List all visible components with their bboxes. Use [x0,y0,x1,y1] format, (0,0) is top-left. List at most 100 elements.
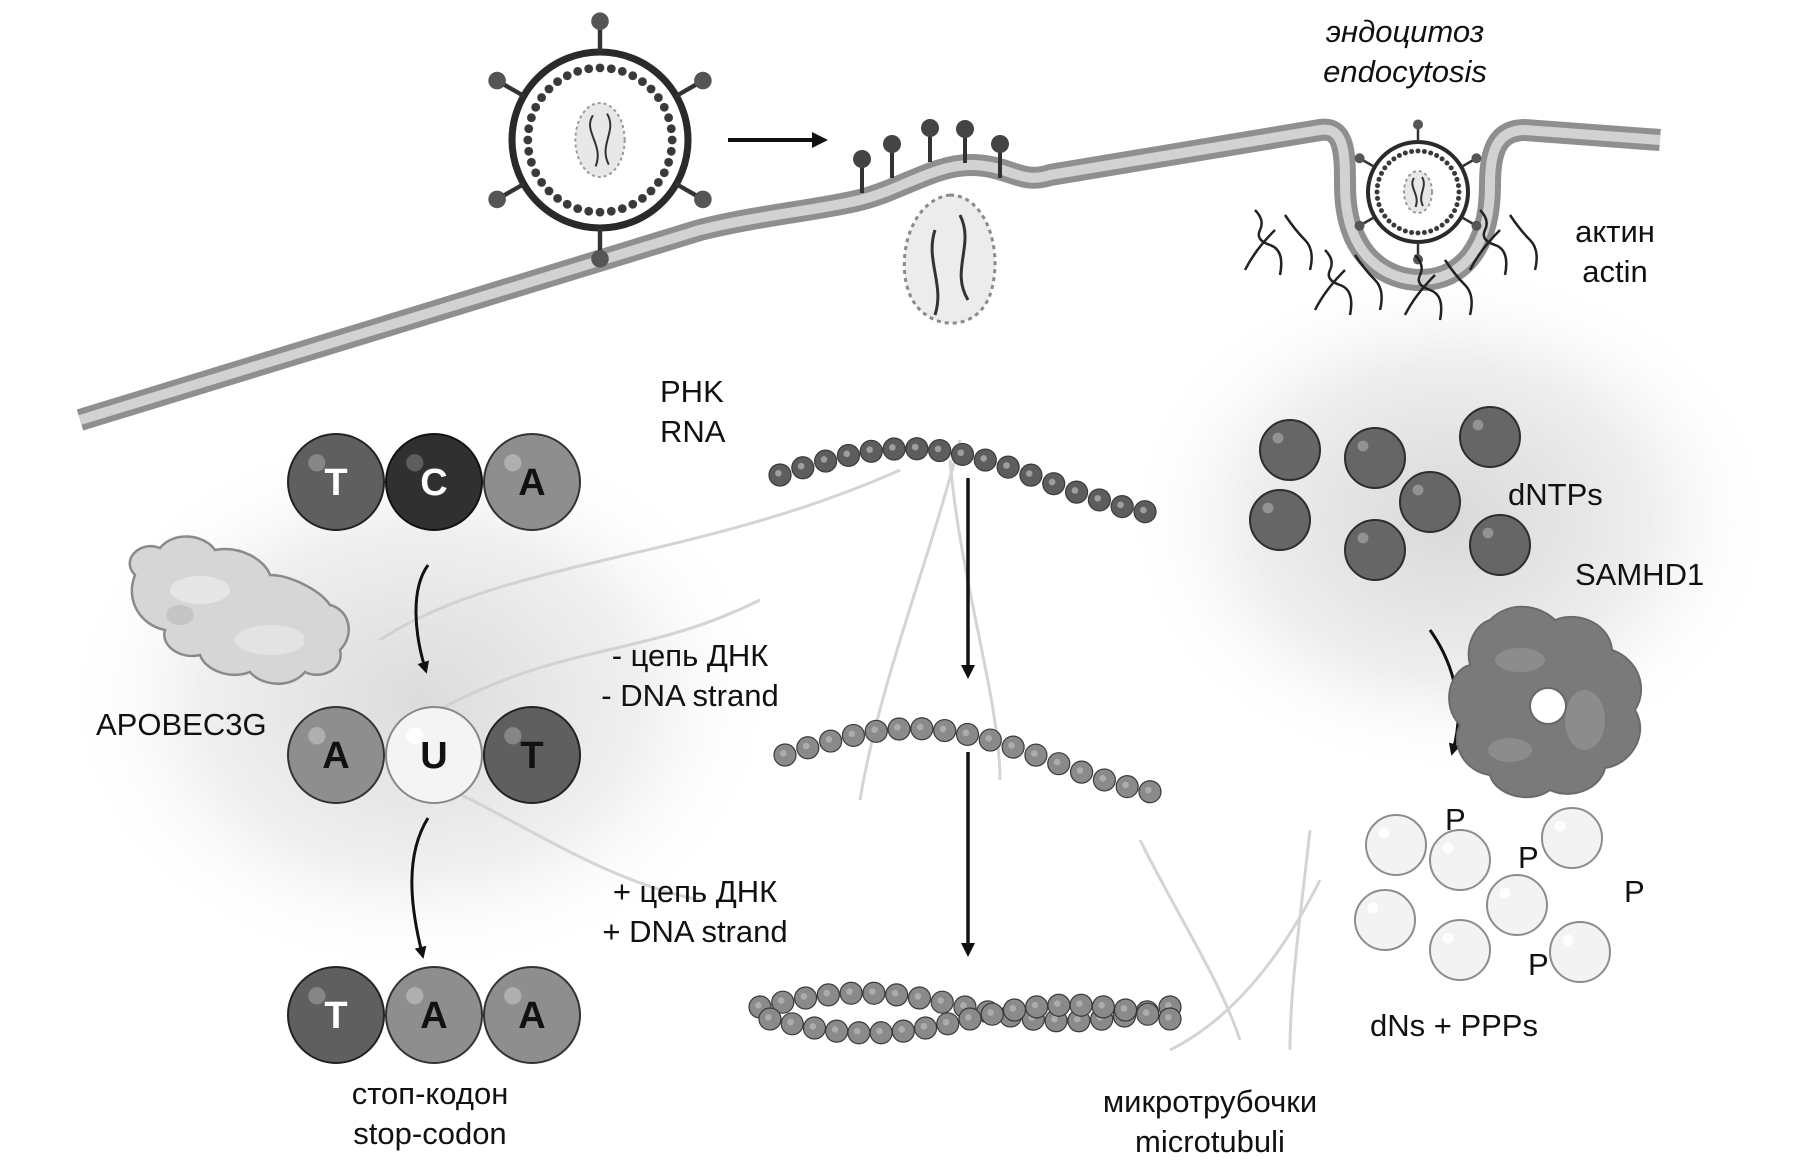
plus-strand-bead [816,983,840,1007]
matrix-protein [666,124,676,134]
spike-head [591,12,609,30]
rna-bead [814,449,838,473]
sphere-highlight [504,987,522,1005]
plus-strand-bead [930,990,954,1014]
matrix-protein [617,204,627,214]
bead-highlight [980,455,987,462]
nucleotide-t: T [483,706,581,804]
rna-strand [768,437,1157,524]
minus-strand-bead [1113,998,1138,1022]
matrix-protein [1452,170,1458,176]
viral-rna [604,113,612,166]
dn-pool [1354,807,1611,983]
matrix-protein [544,186,554,196]
nucleotide-letter: C [420,462,447,504]
minus-strand-bead [1115,775,1139,799]
matrix-protein [638,77,647,87]
matrix-protein [1454,176,1460,182]
matrix-protein [1439,222,1445,228]
spike-stalk [499,80,525,98]
matrix-protein [646,84,656,94]
sphere-highlight [406,454,424,472]
bead-highlight [1120,1005,1128,1012]
bead-highlight [934,445,942,453]
sphere-highlight [406,727,424,745]
dn-sphere [1429,829,1491,891]
matrix-protein [573,204,583,214]
actin-filament [1479,209,1508,276]
sphere-highlight [1499,887,1511,899]
bead-highlight [914,993,922,1000]
matrix-protein [1409,149,1415,155]
minus-strand-bead [847,1021,871,1045]
bead-highlight [985,735,992,742]
microtubuli-label: микротрубочки microtubuli [1070,1082,1350,1162]
sphere-body [1344,427,1406,489]
sphere-body [1365,814,1427,876]
hiv-virion-endocytosed [1354,119,1482,265]
minus-strand-bead [1092,768,1116,792]
nucleotide-t: T [287,966,385,1064]
cell-membrane [76,118,1661,431]
matrix-protein [1444,218,1450,224]
sphere-highlight [406,987,424,1005]
bead-highlight [755,1002,762,1009]
rna-bead [1087,488,1111,512]
minus-strand-bead [958,1007,982,1031]
bead-highlight [1053,1000,1061,1007]
spike-head [1471,153,1482,164]
envelope-spike [675,182,712,209]
actin-filament [1468,229,1501,271]
bead-highlight [1099,774,1107,782]
bead-highlight [1098,1001,1105,1009]
envelope-spike [1354,215,1376,231]
samhd1-label: SAMHD1 [1575,557,1705,592]
bead-highlight [820,456,828,463]
sphere-highlight [1412,484,1424,496]
matrix-protein [1421,229,1427,235]
plus-strand-bead [885,983,909,1007]
sphere-body [1469,514,1531,576]
matrix-protein [646,186,656,196]
bead-highlight [1048,478,1056,486]
rna-bead [882,437,906,461]
minus-strand-bead [780,1012,804,1036]
matrix-protein [537,93,547,102]
nucleotide-letter: T [324,462,347,504]
matrix-protein [659,102,669,112]
envelope-spike [1460,215,1482,231]
actin-filament [1313,269,1346,311]
matrix-protein [1439,156,1445,162]
bead-highlight [960,1002,967,1009]
dntp-sphere [1344,519,1406,581]
matrix-protein [653,93,663,102]
matrix-protein [1415,148,1421,154]
minus-strand-bead [1047,993,1071,1017]
plus-strand-bead [793,986,818,1010]
minus-strand-bead [1069,760,1094,784]
actin-filament [1283,214,1313,271]
matrix-protein [606,64,616,74]
sphere-body [1486,874,1548,936]
spike-head [1354,220,1365,231]
matrix-protein [553,77,562,87]
bead-highlight [1003,462,1010,469]
minus-strand-bead [910,717,934,741]
sphere-highlight [1357,532,1369,544]
matrix-protein [1375,195,1381,201]
matrix-protein [1444,160,1450,166]
phosphate-label: P [1528,947,1549,982]
matrix-protein [1421,149,1427,155]
microtubuli-label-en: microtubuli [1135,1124,1285,1159]
rna-bead [1064,480,1089,504]
sphere-highlight [308,727,326,745]
bead-highlight [809,1023,817,1030]
actin-filament [1324,249,1353,316]
phosphate-label: P [1624,874,1645,909]
bead-highlight [823,989,830,997]
matrix-protein [606,206,616,216]
plus-strand-label-en: + DNA strand [602,914,788,949]
bead-highlight [1094,494,1102,502]
bead-highlight [800,993,808,1000]
